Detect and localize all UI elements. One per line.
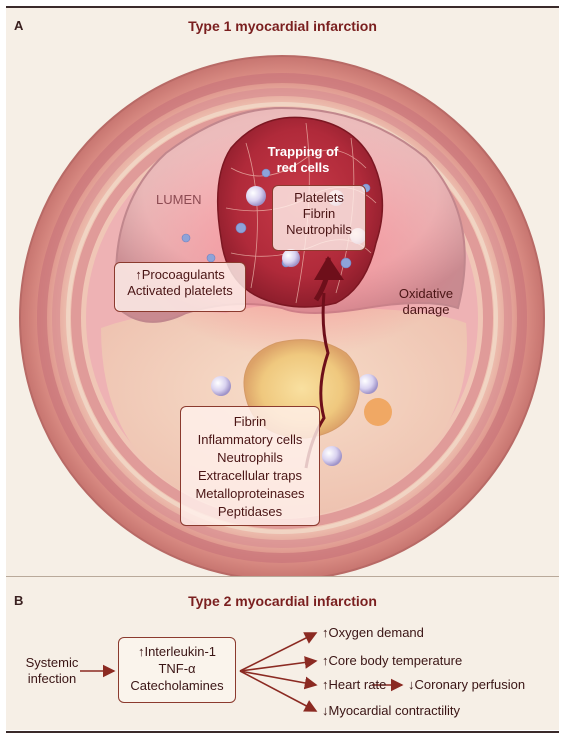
plaque-item: Extracellular traps — [197, 468, 303, 483]
mediator-item: ↑Interleukin-1 — [137, 644, 217, 659]
plaque-item: Metalloproteinases — [195, 486, 305, 501]
source-line-2: infection — [27, 671, 77, 686]
thrombus-label-box: Platelets Fibrin Neutrophils — [272, 185, 366, 251]
effect-oxygen-demand: ↑Oxygen demand — [322, 625, 424, 640]
procoag-item: Activated platelets — [127, 283, 233, 298]
thrombus-item: Fibrin — [302, 206, 336, 221]
source-line-1: Systemic — [25, 655, 79, 670]
lumen-label: LUMEN — [156, 192, 202, 208]
plaque-item: Peptidases — [217, 504, 283, 519]
effect-core-temperature: ↑Core body temperature — [322, 653, 463, 668]
plaque-item: Inflammatory cells — [197, 432, 303, 447]
panel-a-letter: A — [14, 18, 24, 33]
thrombus-item: Neutrophils — [286, 222, 352, 237]
effect-coronary-perfusion: ↓Coronary perfusion — [408, 677, 526, 692]
panel-b-title: Type 2 myocardial infarction — [188, 593, 377, 609]
effect-myocardial-contractility: ↓Myocardial contractility — [322, 703, 460, 718]
plaque-item: Neutrophils — [217, 450, 283, 465]
effect-heart-rate: ↑Heart rate — [322, 677, 387, 692]
systemic-infection-label: Systemic infection — [22, 655, 82, 687]
panel-b: B Type 2 myocardial infarction Systemic … — [6, 576, 559, 733]
panel-b-letter: B — [14, 593, 24, 608]
plaque-label-box: Fibrin Inflammatory cells Neutrophils Ex… — [180, 406, 320, 526]
plaque-item: Fibrin — [233, 414, 267, 429]
mediator-item: TNF-α — [158, 661, 196, 676]
bottom-rule — [6, 731, 559, 733]
panel-a-title: Type 1 myocardial infarction — [188, 18, 377, 34]
trapping-label: Trapping of red cells — [258, 144, 348, 176]
oxidative-damage-label: Oxidative damage — [388, 286, 464, 318]
trapping-line-2: red cells — [276, 160, 330, 175]
mediators-box: ↑Interleukin-1 TNF-α Catecholamines — [118, 637, 236, 703]
procoag-item: ↑Procoagulants — [135, 267, 225, 282]
trapping-line-1: Trapping of — [267, 144, 339, 159]
type2-flow-arrows — [80, 632, 404, 712]
lumen-text: LUMEN — [156, 192, 202, 207]
oxidative-line-2: damage — [402, 302, 450, 317]
oxidative-line-1: Oxidative — [398, 286, 454, 301]
procoagulant-label-box: ↑Procoagulants Activated platelets — [114, 262, 246, 312]
thrombus-item: Platelets — [294, 190, 344, 205]
mediator-item: Catecholamines — [130, 678, 224, 693]
panel-a: A Type 1 myocardial infarction — [6, 8, 559, 576]
figure-frame: A Type 1 myocardial infarction — [6, 6, 559, 733]
